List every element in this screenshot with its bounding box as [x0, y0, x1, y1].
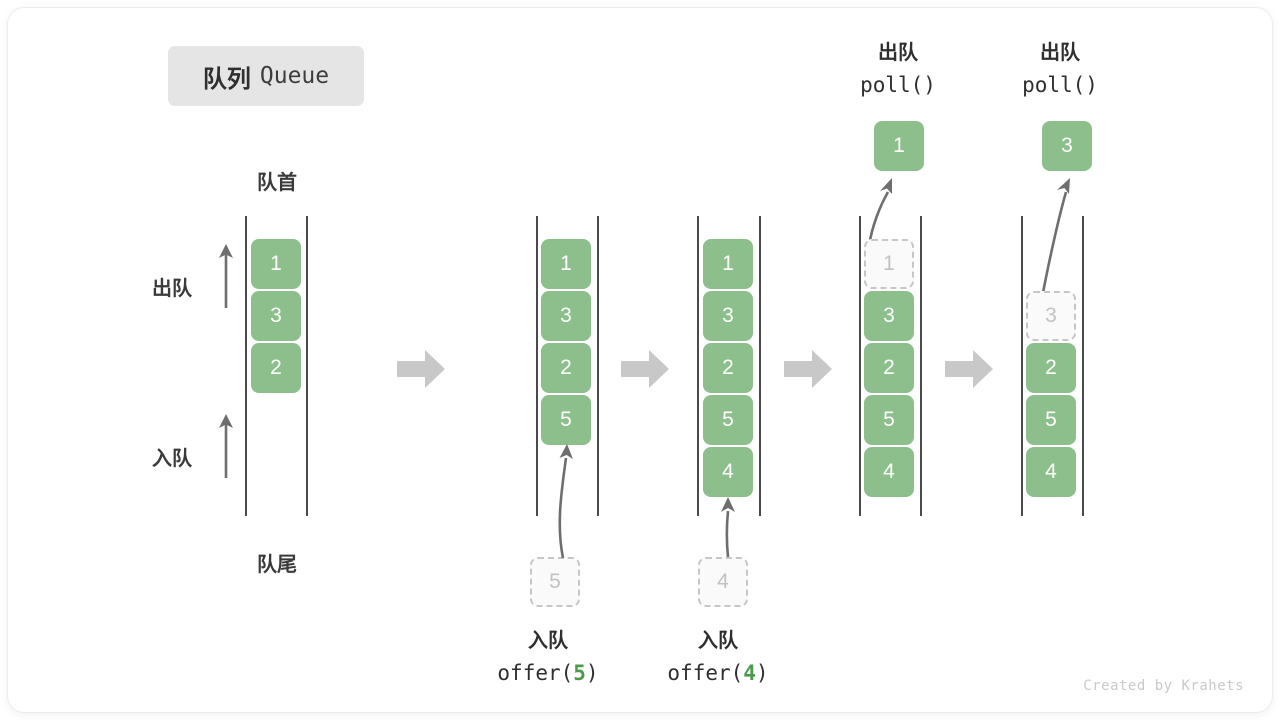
- transition-arrow-icon: [945, 348, 993, 390]
- queue-rail-left-stage-4: [859, 216, 861, 516]
- caption-code: offer(5): [497, 661, 599, 685]
- queue-rail-left-stage-1: [245, 216, 247, 516]
- queue-head-label: 队首: [257, 172, 297, 194]
- title-badge: 队列 Queue: [168, 46, 364, 106]
- transition-arrow-icon: [621, 348, 669, 390]
- queue-cell: 4: [864, 447, 914, 497]
- dequeue-path-arrow-icon: [1030, 174, 1084, 299]
- queue-rail-right-stage-3: [759, 216, 761, 516]
- queue-rail-right-stage-4: [920, 216, 922, 516]
- queue-cell: 2: [251, 343, 301, 393]
- queue-rail-left-stage-5: [1021, 216, 1023, 516]
- queue-rail-left-stage-2: [536, 216, 538, 516]
- queue-cell: 3: [251, 291, 301, 341]
- queue-cell: 5: [1026, 395, 1076, 445]
- dequeue-direction-label: 出队: [152, 278, 192, 300]
- enqueue-direction-label: 入队: [152, 448, 192, 470]
- queue-tail-label: 队尾: [257, 554, 297, 576]
- queue-rail-left-stage-3: [697, 216, 699, 516]
- caption-cn: 出队: [878, 42, 918, 64]
- queue-cell: 2: [864, 343, 914, 393]
- queue-cell: 1: [703, 239, 753, 289]
- queue-cell: 2: [1026, 343, 1076, 393]
- queue-cell: 2: [541, 343, 591, 393]
- queue-rail-right-stage-5: [1082, 216, 1084, 516]
- queue-cell: 3: [703, 291, 753, 341]
- queue-cell: 4: [1026, 447, 1076, 497]
- queue-cell: 3: [541, 291, 591, 341]
- queue-cell-removed: 3: [1026, 291, 1076, 341]
- stage-caption-poll-1: 出队 poll(): [808, 38, 988, 102]
- queue-cell: 5: [541, 395, 591, 445]
- caption-code: offer(4): [667, 661, 769, 685]
- transition-arrow-icon: [784, 348, 832, 390]
- queue-cell: 4: [703, 447, 753, 497]
- title-label-cn: 队列: [202, 65, 251, 93]
- queue-cell: 2: [703, 343, 753, 393]
- stage-caption-offer-4: 入队 offer(4): [618, 626, 818, 690]
- enqueue-arrow-icon: [215, 412, 237, 478]
- queue-cell: 3: [864, 291, 914, 341]
- outgoing-element: 1: [874, 121, 924, 171]
- transition-arrow-icon: [397, 348, 445, 390]
- watermark: Created by Krahets: [1083, 678, 1244, 694]
- caption-cn: 出队: [1040, 42, 1080, 64]
- incoming-element-ghost: 4: [698, 557, 748, 607]
- enqueue-path-arrow-icon: [544, 440, 584, 559]
- outgoing-element: 3: [1042, 121, 1092, 171]
- diagram-canvas: 队列 Queue 队首 队尾 出队 入队 1 3 2 1 3 2 5 5: [8, 8, 1272, 712]
- queue-rail-right-stage-2: [597, 216, 599, 516]
- queue-cell: 1: [251, 239, 301, 289]
- caption-code: poll(): [1022, 73, 1098, 97]
- queue-cell: 1: [541, 239, 591, 289]
- dequeue-path-arrow-icon: [858, 174, 902, 247]
- enqueue-path-arrow-icon: [714, 493, 744, 558]
- stage-caption-poll-3: 出队 poll(): [970, 38, 1150, 102]
- title-label-en: Queue: [259, 63, 330, 89]
- caption-code: poll(): [860, 73, 936, 97]
- queue-cell-removed: 1: [864, 239, 914, 289]
- caption-cn: 入队: [528, 630, 568, 652]
- queue-cell: 5: [864, 395, 914, 445]
- incoming-element-ghost: 5: [530, 557, 580, 607]
- queue-cell: 5: [703, 395, 753, 445]
- caption-cn: 入队: [698, 630, 738, 652]
- stage-caption-offer-5: 入队 offer(5): [448, 626, 648, 690]
- queue-rail-right-stage-1: [306, 216, 308, 516]
- dequeue-arrow-icon: [215, 242, 237, 308]
